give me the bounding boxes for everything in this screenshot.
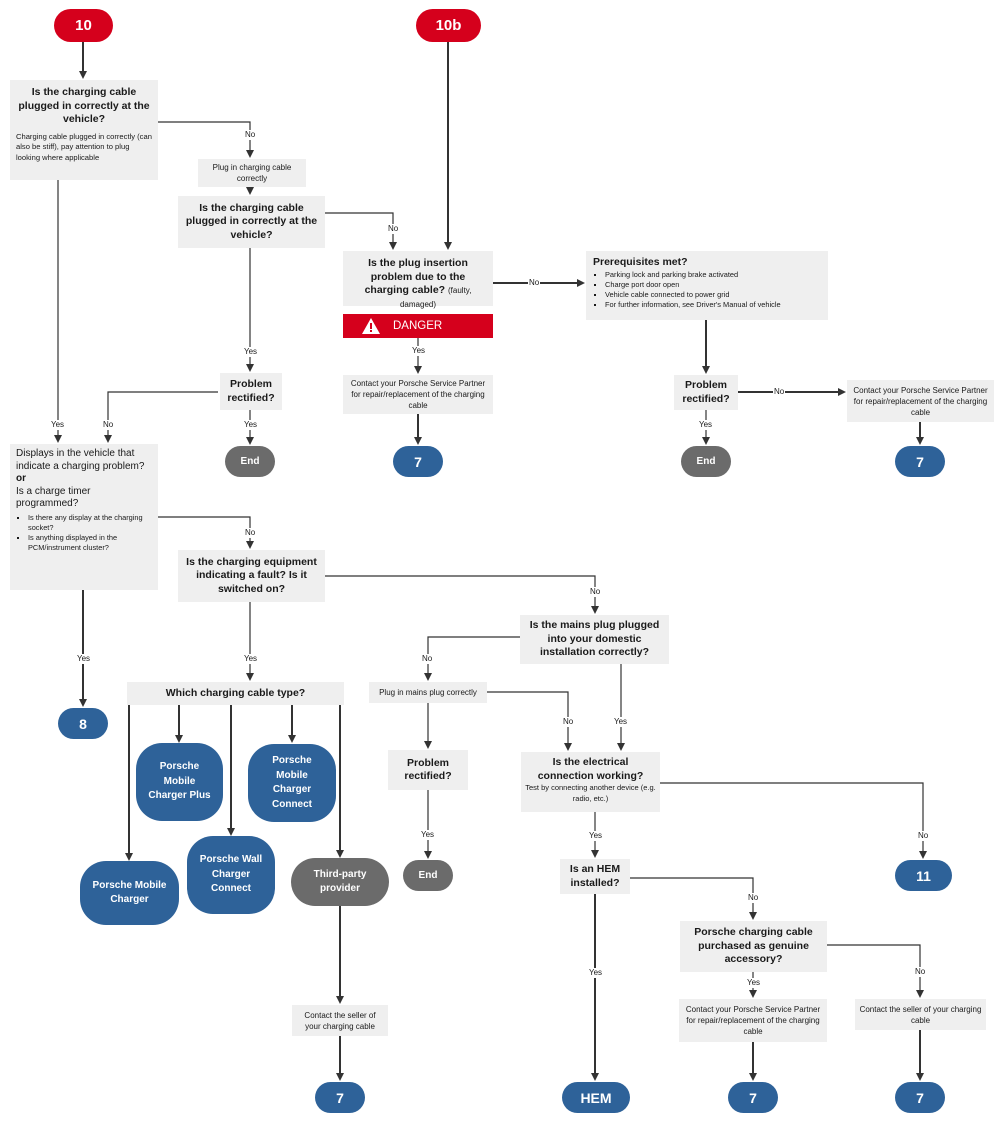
prerequisite-item: Charge port door open — [605, 280, 821, 290]
question-title: Which charging cable type? — [165, 686, 306, 699]
question-title: Is an HEM installed? — [569, 863, 621, 889]
problem-rectified-1: Problem rectified? — [220, 373, 282, 410]
edge-label-no: No — [244, 528, 257, 538]
cable-mobile-charger: Porsche Mobile Charger — [80, 861, 179, 925]
ref-node-8: 8 — [58, 708, 108, 739]
edge-label-no: No — [244, 130, 257, 140]
question-title: Porsche charging cable purchased as genu… — [694, 926, 813, 966]
edge-label-yes: Yes — [588, 831, 604, 841]
edge-label-yes: Yes — [588, 968, 604, 978]
question-cable-plugged-2: Is the charging cable plugged in correct… — [178, 196, 325, 248]
question-displays: Displays in the vehicle that indicate a … — [10, 444, 158, 590]
prerequisite-item: For further information, see Driver's Ma… — [605, 300, 821, 310]
edge-label-no: No — [914, 967, 927, 977]
contact-porsche-service-2: Contact your Porsche Service Partner for… — [847, 380, 994, 422]
edge-label-yes: Yes — [613, 717, 629, 727]
edge-label-yes: Yes — [50, 420, 66, 430]
question-title: Is the mains plug plugged into your dome… — [529, 619, 660, 659]
question-cable-plugged-1: Is the charging cable plugged in correct… — [10, 80, 158, 180]
end-node-2: End — [681, 446, 731, 477]
prerequisite-item: Vehicle cable connected to power grid — [605, 290, 821, 300]
start-node-10b: 10b — [416, 9, 481, 42]
start-node-10: 10 — [54, 9, 113, 42]
edge-label-yes: Yes — [243, 347, 259, 357]
question-title: Is the charging equipment indicating a f… — [186, 555, 317, 595]
question-electrical-connection: Is the electrical connection working? Te… — [521, 752, 660, 812]
edge-label-no: No — [562, 717, 575, 727]
ref-node-7-e: 7 — [895, 1082, 945, 1113]
edge-label-yes: Yes — [76, 654, 92, 664]
end-node-1: End — [225, 446, 275, 477]
contact-seller-1: Contact the seller of your charging cabl… — [292, 1005, 388, 1036]
question-title: Problem rectified? — [682, 379, 730, 405]
question-title: Is the electrical connection working? — [537, 756, 644, 782]
edge-label-no: No — [528, 278, 541, 288]
question-mains-plug: Is the mains plug plugged into your dome… — [520, 615, 669, 664]
edge-label-no: No — [387, 224, 400, 234]
question-hem-installed: Is an HEM installed? — [560, 859, 630, 894]
ref-node-7-d: 7 — [728, 1082, 778, 1113]
edge-label-no: No — [589, 587, 602, 597]
question-note: Test by connecting another device (e.g. … — [525, 783, 656, 803]
edge-label-yes: Yes — [243, 654, 259, 664]
ref-node-hem: HEM — [562, 1082, 630, 1113]
edge-label-yes: Yes — [420, 830, 436, 840]
danger-label: DANGER — [393, 320, 443, 332]
question-title: Problem rectified? — [404, 756, 452, 783]
ref-node-7-b: 7 — [895, 446, 945, 477]
prerequisite-item: Parking lock and parking brake activated — [605, 270, 821, 280]
question-charging-equipment: Is the charging equipment indicating a f… — [178, 550, 325, 602]
question-or: or — [16, 473, 26, 484]
edge-label-yes: Yes — [243, 420, 259, 430]
question-genuine-accessory: Porsche charging cable purchased as genu… — [680, 921, 827, 972]
question-item: Is there any display at the charging soc… — [28, 513, 152, 533]
question-line2: Is a charge timer programmed? — [16, 485, 91, 510]
edge-label-no: No — [421, 654, 434, 664]
contact-seller-2: Contact the seller of your charging cabl… — [855, 999, 986, 1030]
edge-label-no: No — [773, 387, 786, 397]
danger-banner: DANGER — [343, 314, 493, 338]
edge-label-yes: Yes — [411, 346, 427, 356]
question-title: Is the charging cable plugged in correct… — [18, 86, 150, 125]
action-plug-in-mains: Plug in mains plug correctly — [369, 682, 487, 703]
ref-node-11: 11 — [895, 860, 952, 891]
question-item: Is anything displayed in the PCM/instrum… — [28, 533, 152, 553]
contact-porsche-service-1: Contact your Porsche Service Partner for… — [343, 375, 493, 414]
question-note: Charging cable plugged in correctly (can… — [16, 131, 152, 162]
prerequisites-box: Prerequisites met? Parking lock and park… — [586, 251, 828, 320]
edge-label-no: No — [917, 831, 930, 841]
problem-rectified-2: Problem rectified? — [674, 375, 738, 410]
question-line1: Displays in the vehicle that indicate a … — [16, 448, 145, 472]
question-title: Is the plug insertion problem due to the… — [364, 257, 468, 296]
edge-label-yes: Yes — [698, 420, 714, 430]
edge-label-no: No — [102, 420, 115, 430]
ref-node-7-c: 7 — [315, 1082, 365, 1113]
ref-node-7-a: 7 — [393, 446, 443, 477]
cable-wall-charger-connect: Porsche Wall Charger Connect — [187, 836, 275, 914]
action-plug-in-cable: Plug in charging cable correctly — [198, 159, 306, 187]
prerequisites-title: Prerequisites met? — [593, 256, 688, 268]
question-title: Is the charging cable plugged in correct… — [185, 201, 318, 241]
question-title: Problem rectified? — [227, 378, 275, 404]
cable-mobile-charger-connect: Porsche Mobile Charger Connect — [248, 744, 336, 822]
problem-rectified-3: Problem rectified? — [388, 750, 468, 790]
question-note: (faulty, damaged) — [399, 286, 472, 309]
cable-third-party: Third-party provider — [291, 858, 389, 906]
warning-icon — [362, 318, 380, 334]
cable-mobile-charger-plus: Porsche Mobile Charger Plus — [136, 743, 223, 821]
contact-porsche-service-3: Contact your Porsche Service Partner for… — [679, 999, 827, 1042]
edge-label-yes: Yes — [746, 978, 762, 988]
edge-label-no: No — [747, 893, 760, 903]
question-plug-insertion: Is the plug insertion problem due to the… — [343, 251, 493, 309]
question-cable-type: Which charging cable type? — [127, 682, 344, 705]
end-node-3: End — [403, 860, 453, 891]
